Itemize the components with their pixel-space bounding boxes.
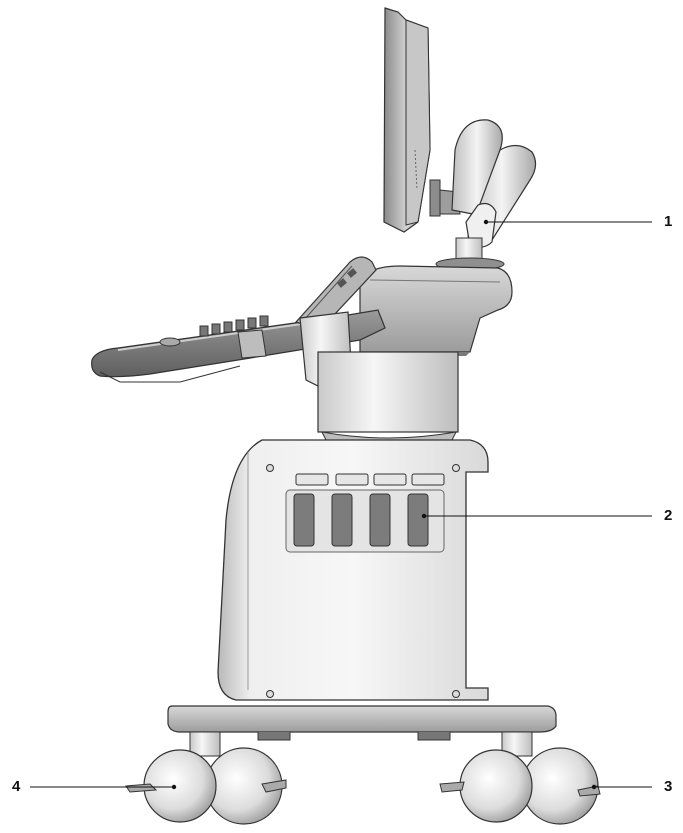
leader-dot-1 xyxy=(483,219,489,225)
leader-dot-4 xyxy=(171,784,177,790)
port-latches xyxy=(295,473,445,486)
control-knobs xyxy=(159,315,269,347)
leader-dot-2 xyxy=(421,513,427,519)
cart-base xyxy=(167,705,557,741)
leader-dot-3 xyxy=(591,784,597,790)
upper-console xyxy=(359,265,513,356)
main-body xyxy=(217,439,489,701)
rear-casters xyxy=(439,731,601,825)
front-casters xyxy=(125,731,287,825)
callout-label-2: 2 xyxy=(664,507,673,524)
callout-leaders xyxy=(30,219,652,790)
callout-label-4: 4 xyxy=(12,778,21,795)
monitor xyxy=(383,7,461,233)
probe-ports xyxy=(285,489,445,553)
callout-label-1: 1 xyxy=(664,213,673,230)
support-column xyxy=(317,351,459,446)
callout-label-3: 3 xyxy=(664,778,673,795)
